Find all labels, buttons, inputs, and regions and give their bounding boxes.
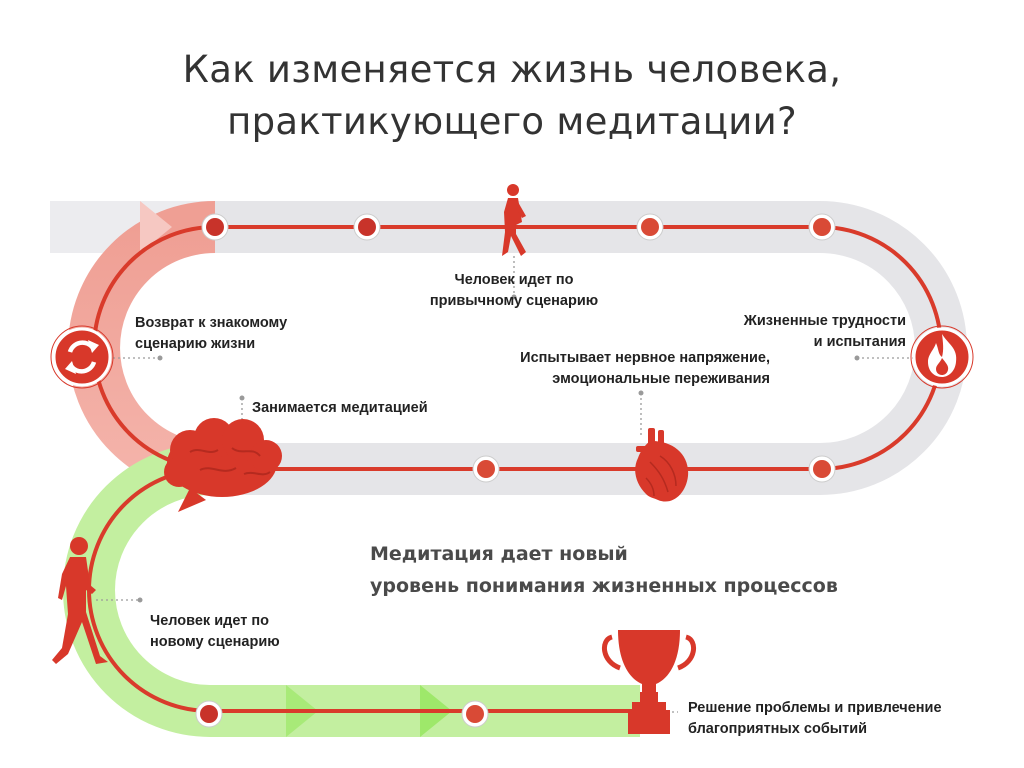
- label-habitual-scenario: Человек идет по привычному сценарию: [429, 272, 599, 309]
- node: [808, 455, 836, 483]
- cycle-arrows-icon: [50, 325, 114, 389]
- label-tension: Испытывает нервное напряжение, эмоционал…: [520, 350, 770, 387]
- node: [808, 213, 836, 241]
- node: [472, 455, 500, 483]
- brain-icon: [164, 418, 282, 512]
- page-title: Как изменяется жизнь человека, практикую…: [0, 44, 1024, 148]
- label-difficulties: Жизненные трудности и испытания: [743, 313, 906, 350]
- path-nodes: [195, 213, 836, 728]
- node: [201, 213, 229, 241]
- node: [195, 700, 223, 728]
- title-line-2: практикующего медитации?: [227, 100, 797, 143]
- walking-person-icon: [502, 184, 526, 256]
- trophy-icon: [602, 630, 696, 734]
- label-solution: Решение проблемы и привлечение благоприя…: [688, 700, 942, 737]
- band-chevron-1: [140, 201, 172, 253]
- label-meditation: Занимается медитацией: [252, 400, 428, 416]
- node: [461, 700, 489, 728]
- node: [353, 213, 381, 241]
- leader-lines: [96, 256, 915, 713]
- leader-dots: [137, 294, 860, 603]
- track-main: [87, 225, 943, 713]
- fire-icon: [910, 325, 974, 389]
- headline: Медитация дает новый уровень понимания ж…: [370, 543, 838, 597]
- label-return: Возврат к знакомому сценарию жизни: [135, 315, 288, 352]
- label-new-scenario: Человек идет по новому сценарию: [150, 613, 280, 650]
- walking-person-icon: [52, 537, 108, 664]
- title-line-1: Как изменяется жизнь человека,: [182, 48, 842, 91]
- heart-icon: [635, 428, 689, 502]
- node: [636, 213, 664, 241]
